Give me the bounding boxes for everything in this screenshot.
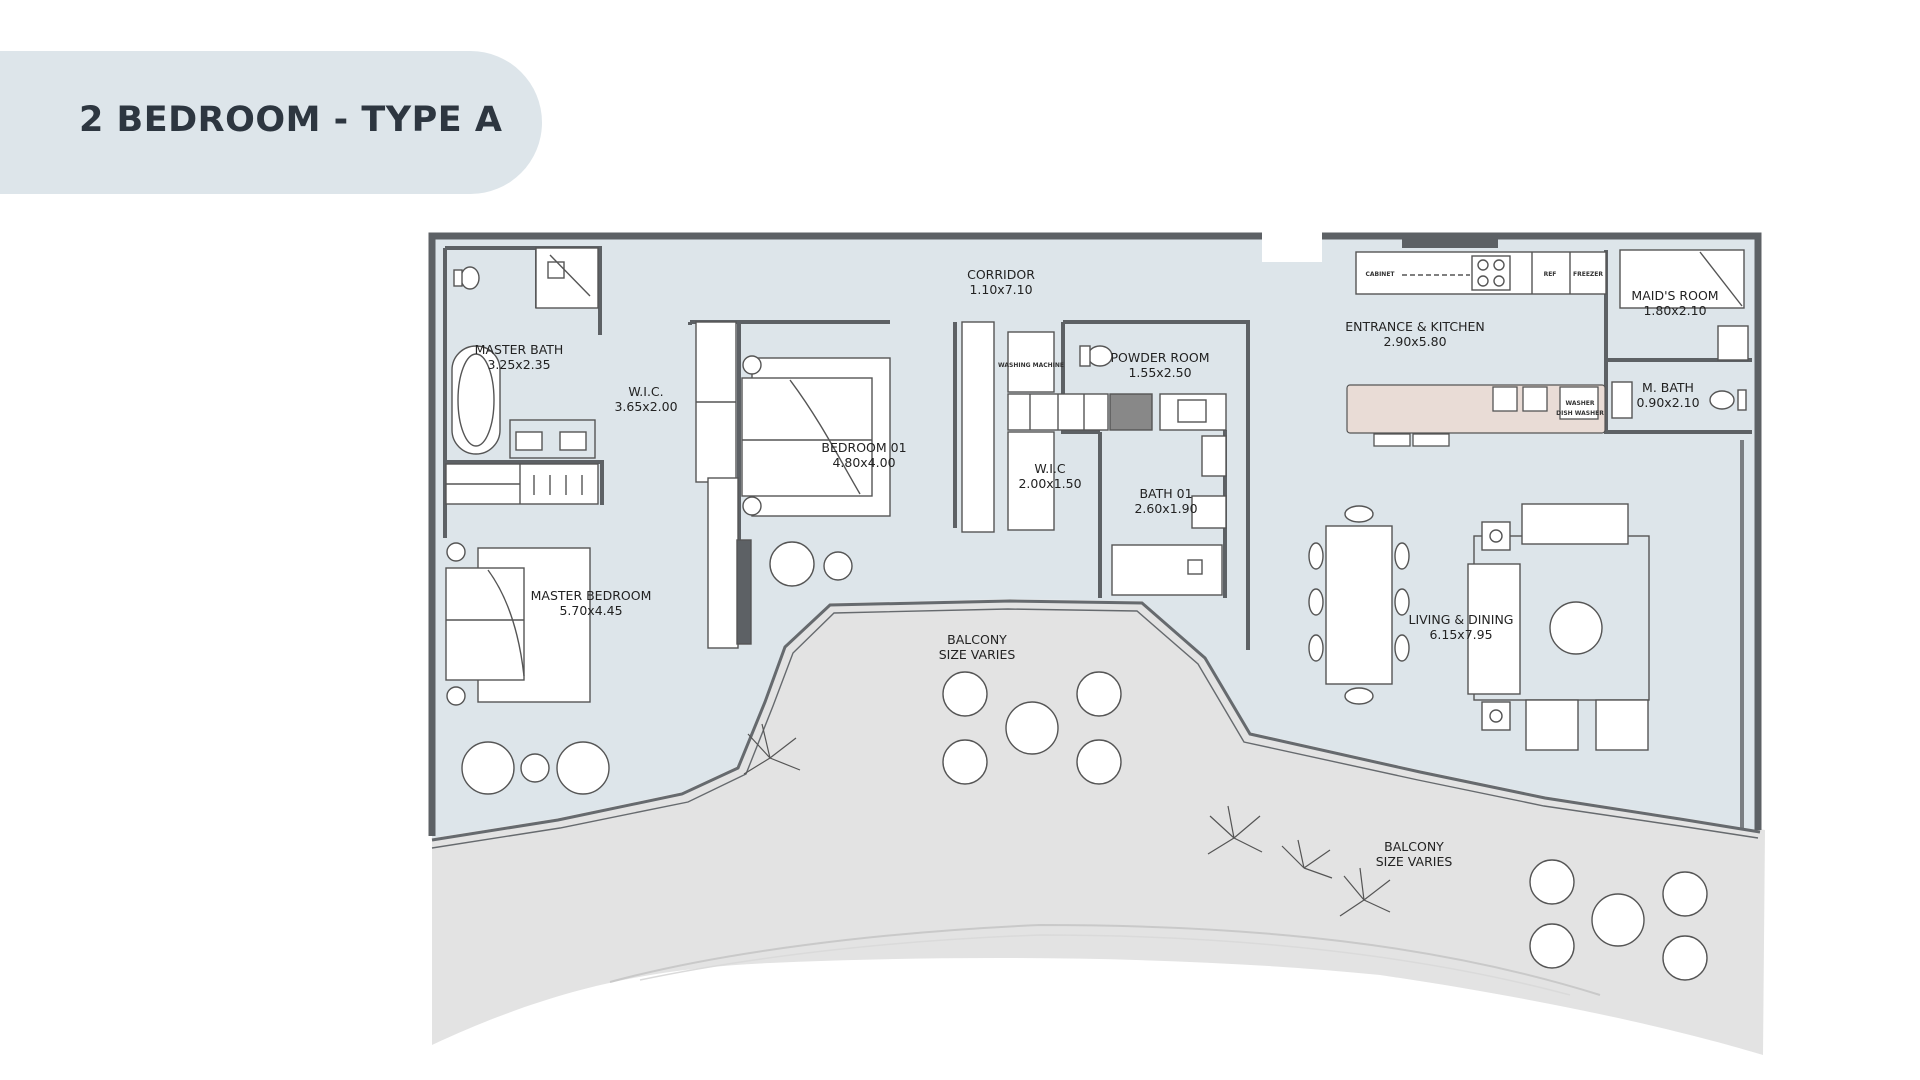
master-bed [445, 542, 591, 706]
room-size-master-bath: 3.25x2.35 [487, 357, 550, 372]
room-size-balcony-2: SIZE VARIES [1376, 854, 1453, 869]
room-name-corridor: CORRIDOR [967, 267, 1035, 282]
title-banner [0, 51, 542, 194]
room-name-wic-02: W.I.C [1034, 461, 1066, 476]
master-bath-fixtures [451, 247, 599, 459]
room-name-powder-room: POWDER ROOM [1110, 350, 1209, 365]
terrace-curve [609, 923, 1601, 996]
washer-label: WASHER [1565, 400, 1594, 407]
ref-label: REF [1544, 271, 1557, 278]
living-set [1467, 503, 1650, 751]
room-size-powder-room: 1.55x2.50 [1128, 365, 1191, 380]
kitchen-hood [1402, 234, 1498, 248]
room-name-bedroom-01: BEDROOM 01 [821, 440, 906, 455]
room-size-living-dining: 6.15x7.95 [1429, 627, 1492, 642]
room-size-balcony-1: SIZE VARIES [939, 647, 1016, 662]
room-size-entrance-kitchen: 2.90x5.80 [1383, 334, 1446, 349]
balcony-plants [743, 723, 1391, 917]
room-name-m-bath: M. BATH [1642, 380, 1694, 395]
maids-room-fixtures [1611, 249, 1749, 419]
room-size-master-bedroom: 5.70x4.45 [559, 603, 622, 618]
room-size-m-bath: 0.90x2.10 [1636, 395, 1699, 410]
bedroom01-wardrobe [695, 321, 752, 649]
room-size-bedroom-01: 4.80x4.00 [832, 455, 895, 470]
balcony-area [432, 599, 1765, 1055]
room-name-entrance-kitchen: ENTRANCE & KITCHEN [1345, 319, 1484, 334]
dish-washer-label: DISH WASHER [1556, 410, 1604, 417]
room-labels: CORRIDOR 1.10x7.10 MASTER BATH 3.25x2.35… [475, 267, 1719, 869]
room-size-wic-master: 3.65x2.00 [614, 399, 677, 414]
room-name-maids-room: MAID'S ROOM [1631, 288, 1718, 303]
powder-room-fixtures [1079, 345, 1227, 596]
room-name-balcony-1: BALCONY [947, 632, 1007, 647]
terrace-curve-inner [639, 934, 1571, 996]
freezer-label: FREEZER [1573, 271, 1603, 278]
master-lounge-chairs [461, 741, 610, 795]
room-name-master-bath: MASTER BATH [475, 342, 564, 357]
glazing-lines [431, 599, 1761, 849]
bedroom01-bed [741, 355, 891, 587]
room-name-master-bedroom: MASTER BEDROOM [531, 588, 652, 603]
master-wardrobe [445, 463, 599, 505]
room-size-bath-01: 2.60x1.90 [1134, 501, 1197, 516]
room-name-living-dining: LIVING & DINING [1408, 612, 1513, 627]
room-size-wic-02: 2.00x1.50 [1018, 476, 1081, 491]
room-name-wic-master: W.I.C. [628, 384, 663, 399]
appliance-labels: CABINET REF FREEZER WASHER DISH WASHER W… [998, 271, 1604, 417]
cabinet-label: CABINET [1365, 271, 1395, 278]
room-size-maids-room: 1.80x2.10 [1643, 303, 1706, 318]
room-size-corridor: 1.10x7.10 [969, 282, 1032, 297]
dining-set [1308, 505, 1410, 705]
room-name-bath-01: BATH 01 [1139, 486, 1192, 501]
page-title: 2 BEDROOM - TYPE A [79, 100, 503, 140]
room-name-balcony-2: BALCONY [1384, 839, 1444, 854]
kitchen-counter [1355, 251, 1607, 295]
corridor-storage [961, 321, 1153, 533]
kitchen-island-fixtures [1373, 386, 1599, 447]
balcony-furniture [942, 671, 1708, 981]
washing-machine-label: WASHING MACHINE [998, 362, 1064, 369]
